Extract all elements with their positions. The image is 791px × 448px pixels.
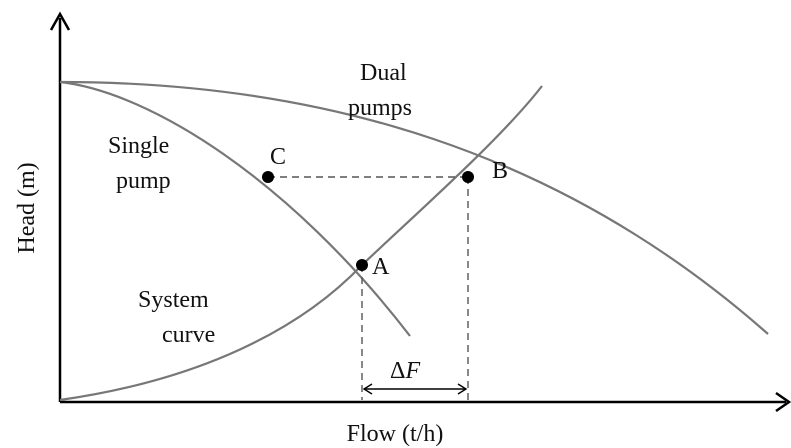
y-axis-label: Head (m) — [14, 162, 40, 253]
delta-f-label: ΔF — [390, 358, 420, 384]
point-b-marker — [462, 171, 474, 183]
system-curve — [59, 85, 543, 402]
delta-variable: F — [404, 358, 420, 384]
point-b-label: B — [492, 158, 508, 184]
point-c-marker — [262, 171, 274, 183]
y-axis-arrowhead — [49, 11, 71, 31]
point-a-marker — [356, 259, 368, 271]
x-axis-arrowhead — [775, 391, 791, 413]
single-pump-label-line2: pump — [116, 168, 171, 194]
dual-pumps-label-line2: pumps — [348, 95, 412, 121]
system-curve-label-line2: curve — [162, 322, 215, 348]
single-pump-label-line1: Single — [108, 133, 169, 159]
point-c-label: C — [270, 144, 286, 170]
delta-f-right-arrowhead — [457, 383, 468, 395]
system-curve-label-line1: System — [138, 287, 209, 313]
delta-symbol: Δ — [390, 358, 405, 384]
point-a-label: A — [372, 254, 390, 280]
delta-f-left-arrowhead — [362, 383, 373, 395]
dual-pumps-curve — [59, 80, 769, 335]
dual-pumps-label-line1: Dual — [360, 60, 407, 86]
single-pump-curve — [59, 80, 411, 337]
x-axis-label: Flow (t/h) — [347, 421, 444, 447]
